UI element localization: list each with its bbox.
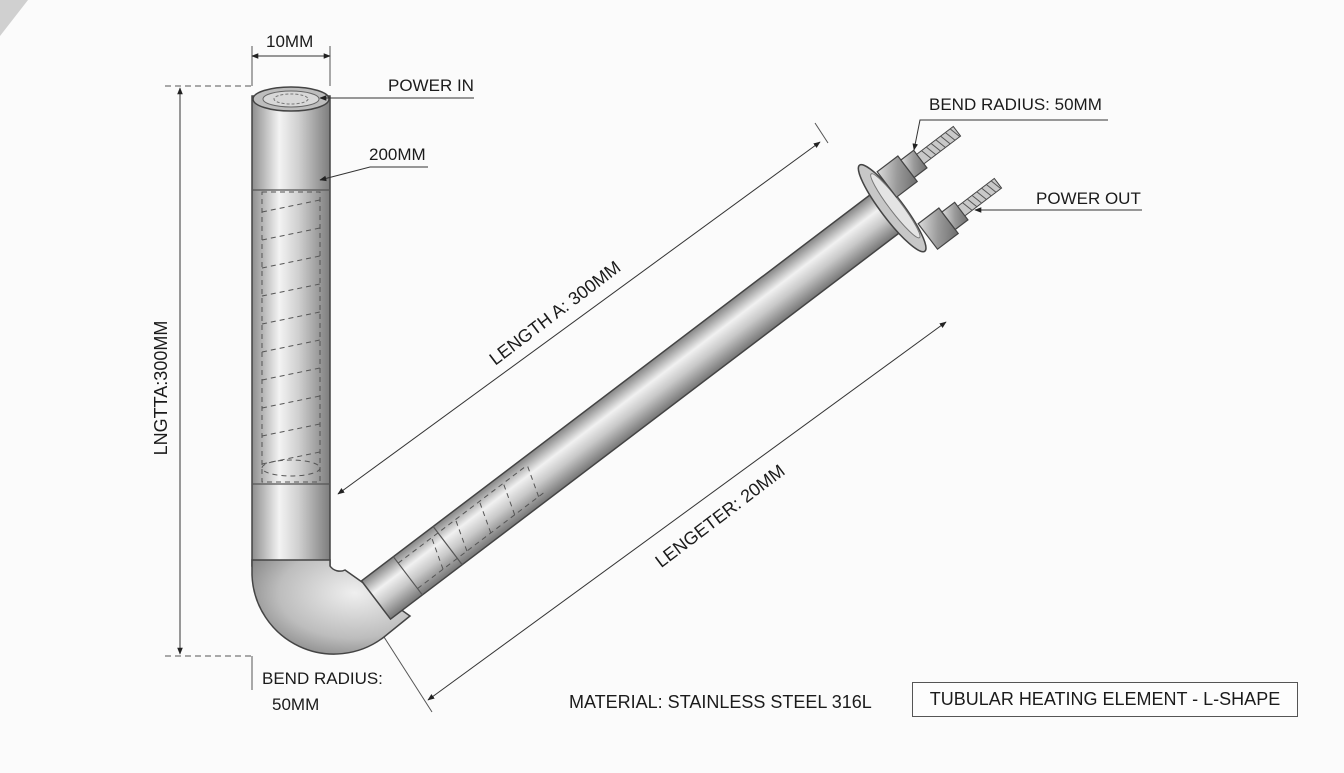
- bend-radius-bottom-label: BEND RADIUS:: [262, 669, 383, 688]
- drawing-title: TUBULAR HEATING ELEMENT - L-SHAPE: [929, 689, 1281, 709]
- material-note: MATERIAL: STAINLESS STEEL 316L: [569, 692, 872, 712]
- leader-bend-radius-top: [912, 119, 1108, 151]
- tube-bend: [251, 559, 412, 655]
- upper-section-label: 200MM: [369, 145, 426, 164]
- leader-200mm: [319, 166, 428, 182]
- dimension-lines: [177, 53, 947, 701]
- dim-line-lengeter: [427, 321, 947, 701]
- corner-tab: [0, 0, 28, 36]
- vertical-tube: [251, 86, 331, 567]
- power-out-terminals: [876, 125, 1003, 251]
- leader-lines: [319, 95, 1142, 213]
- dim-line-length-a: [337, 141, 821, 495]
- bend-radius-top-label: BEND RADIUS: 50MM: [929, 95, 1102, 114]
- power-in-label: POWER IN: [388, 76, 474, 95]
- extension-lines: [165, 46, 829, 713]
- power-out-label: POWER OUT: [1036, 189, 1141, 208]
- vertical-length-label: LNGTTA:300MM: [151, 320, 171, 456]
- title-block: TUBULAR HEATING ELEMENT - L-SHAPE: [912, 682, 1298, 717]
- diagonal-tube: [360, 163, 927, 621]
- diameter-label: 10MM: [266, 32, 314, 51]
- bend-radius-bottom-value: 50MM: [272, 695, 320, 714]
